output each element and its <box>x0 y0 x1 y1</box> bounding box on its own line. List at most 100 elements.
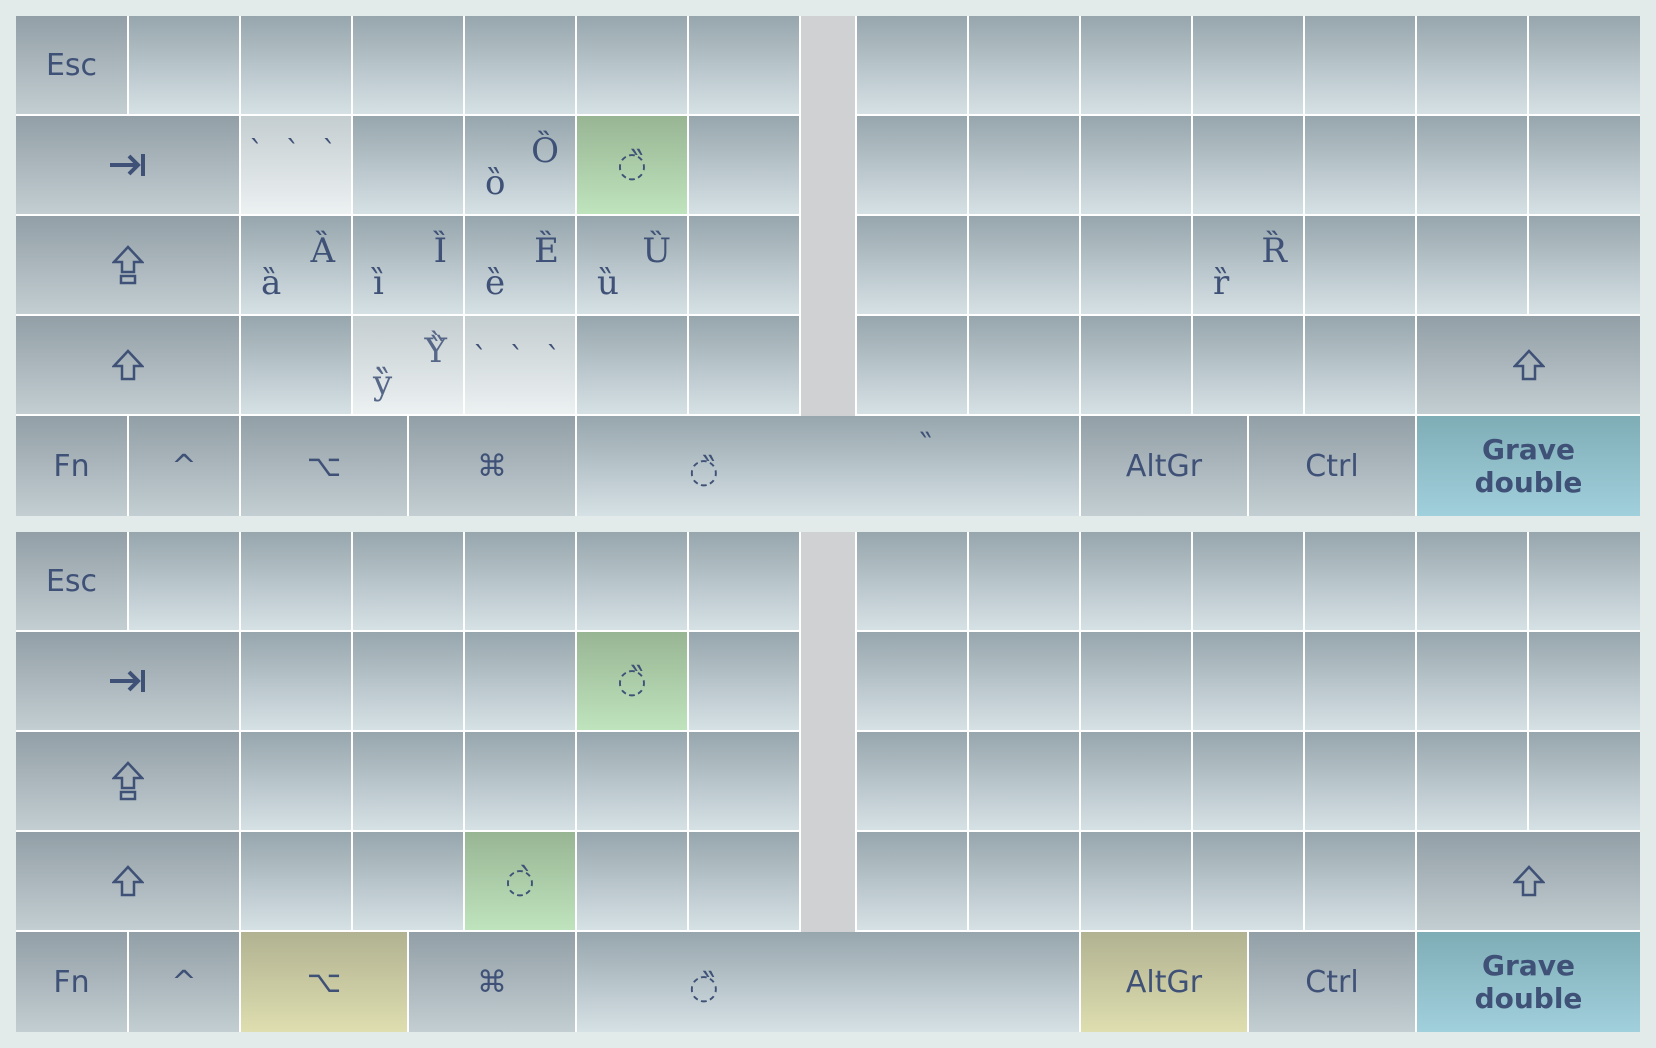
key-6[interactable] <box>689 532 799 630</box>
key-altgr[interactable]: AltGr <box>1081 932 1247 1032</box>
key-control[interactable]: ^ <box>129 416 239 516</box>
key-k[interactable] <box>1081 216 1191 314</box>
key-comma[interactable] <box>1081 832 1191 930</box>
key-altgr[interactable]: AltGr <box>1081 416 1247 516</box>
key-m[interactable] <box>969 832 1079 930</box>
key-g[interactable] <box>689 732 799 830</box>
key-period[interactable] <box>1193 316 1303 414</box>
key-x[interactable]: ỳ̏ Ỳ̏ <box>353 316 463 414</box>
key-m[interactable] <box>969 316 1079 414</box>
key-v[interactable] <box>577 316 687 414</box>
key-1[interactable] <box>129 532 239 630</box>
key-8[interactable] <box>969 532 1079 630</box>
key-ctrl[interactable]: Ctrl <box>1249 932 1415 1032</box>
key-3[interactable] <box>353 532 463 630</box>
key-slash[interactable] <box>1305 832 1415 930</box>
key-grave-double[interactable]: Grave double <box>1417 932 1640 1032</box>
key-h[interactable] <box>857 216 967 314</box>
key-c[interactable]: ◌̀ <box>465 832 575 930</box>
key-shift-left[interactable] <box>16 832 239 930</box>
key-option[interactable]: ⌥ <box>241 932 407 1032</box>
key-a[interactable]: ȁ Ȁ <box>241 216 351 314</box>
key-tab[interactable] <box>16 116 239 214</box>
key-c[interactable]: ` ` ` <box>465 316 575 414</box>
key-q[interactable] <box>241 632 351 730</box>
key-b[interactable] <box>689 832 799 930</box>
key-slash[interactable] <box>1305 316 1415 414</box>
key-d[interactable] <box>465 732 575 830</box>
key-period[interactable] <box>1193 832 1303 930</box>
key-o[interactable] <box>1193 632 1303 730</box>
key-bracket-left[interactable] <box>1417 116 1527 214</box>
key-minus[interactable] <box>1305 532 1415 630</box>
key-t[interactable] <box>689 632 799 730</box>
key-r[interactable]: ◌̏ <box>577 116 687 214</box>
key-esc[interactable]: Esc <box>16 16 127 114</box>
key-shift-right[interactable] <box>1417 316 1640 414</box>
key-p[interactable] <box>1305 632 1415 730</box>
key-f[interactable] <box>577 732 687 830</box>
key-shift-right[interactable] <box>1417 832 1640 930</box>
key-j[interactable] <box>969 216 1079 314</box>
key-backspace[interactable] <box>1529 16 1640 114</box>
key-caps-lock[interactable] <box>16 216 239 314</box>
key-h[interactable] <box>857 732 967 830</box>
key-2[interactable] <box>241 532 351 630</box>
key-z[interactable] <box>241 316 351 414</box>
key-5[interactable] <box>577 532 687 630</box>
key-z[interactable] <box>241 832 351 930</box>
key-2[interactable] <box>241 16 351 114</box>
key-e[interactable]: ȍ Ȍ <box>465 116 575 214</box>
key-5[interactable] <box>577 16 687 114</box>
key-semicolon[interactable] <box>1305 732 1415 830</box>
key-9[interactable] <box>1081 532 1191 630</box>
key-caps-lock[interactable] <box>16 732 239 830</box>
key-4[interactable] <box>465 16 575 114</box>
key-v[interactable] <box>577 832 687 930</box>
key-w[interactable] <box>353 632 463 730</box>
key-grave-double[interactable]: Grave double <box>1417 416 1640 516</box>
key-r[interactable]: ◌̏ <box>577 632 687 730</box>
key-equal[interactable] <box>1417 532 1527 630</box>
key-space[interactable]: ◌̏ <box>577 932 1079 1032</box>
key-7[interactable] <box>857 16 967 114</box>
key-e[interactable] <box>465 632 575 730</box>
key-bracket-left[interactable] <box>1417 632 1527 730</box>
key-3[interactable] <box>353 16 463 114</box>
key-control[interactable]: ^ <box>129 932 239 1032</box>
key-p[interactable] <box>1305 116 1415 214</box>
key-u[interactable] <box>969 632 1079 730</box>
key-tab[interactable] <box>16 632 239 730</box>
key-semicolon[interactable] <box>1305 216 1415 314</box>
key-s[interactable] <box>353 732 463 830</box>
key-d[interactable]: ȅ Ȅ <box>465 216 575 314</box>
key-l[interactable] <box>1193 732 1303 830</box>
key-t[interactable] <box>689 116 799 214</box>
key-9[interactable] <box>1081 16 1191 114</box>
key-4[interactable] <box>465 532 575 630</box>
key-quote[interactable] <box>1417 732 1527 830</box>
key-i[interactable] <box>1081 116 1191 214</box>
key-8[interactable] <box>969 16 1079 114</box>
key-shift-left[interactable] <box>16 316 239 414</box>
key-backspace[interactable] <box>1529 532 1640 630</box>
key-equal[interactable] <box>1417 16 1527 114</box>
key-n[interactable] <box>857 832 967 930</box>
key-f[interactable]: ȕ Ȕ <box>577 216 687 314</box>
key-w[interactable] <box>353 116 463 214</box>
key-command[interactable]: ⌘ <box>409 416 575 516</box>
key-space[interactable]: ◌̏ ̏ <box>577 416 1079 516</box>
key-n[interactable] <box>857 316 967 414</box>
key-y[interactable] <box>857 632 967 730</box>
key-q[interactable]: ` ` ` <box>241 116 351 214</box>
key-b[interactable] <box>689 316 799 414</box>
key-1[interactable] <box>129 16 239 114</box>
key-j[interactable] <box>969 732 1079 830</box>
key-o[interactable] <box>1193 116 1303 214</box>
key-k[interactable] <box>1081 732 1191 830</box>
key-quote[interactable] <box>1417 216 1527 314</box>
key-bracket-right[interactable] <box>1529 116 1640 214</box>
key-backslash[interactable] <box>1529 216 1640 314</box>
key-ctrl[interactable]: Ctrl <box>1249 416 1415 516</box>
key-7[interactable] <box>857 532 967 630</box>
